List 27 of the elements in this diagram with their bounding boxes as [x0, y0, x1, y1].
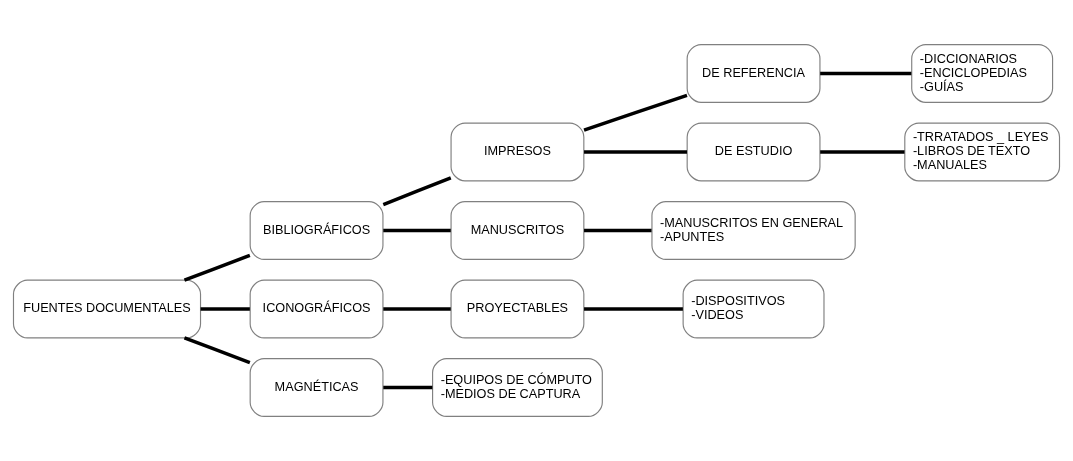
- node-box: DE REFERENCIA: [686, 44, 821, 103]
- node-box: MANUSCRITOS: [450, 201, 585, 260]
- node-box: BIBLIOGRÁFICOS: [249, 201, 384, 260]
- connector: [183, 253, 251, 282]
- connector: [382, 176, 452, 207]
- connector: [383, 385, 433, 390]
- connector: [584, 307, 683, 311]
- node-box: ICONOGRÁFICOS: [249, 279, 384, 339]
- connector: [583, 93, 688, 132]
- node-box: -DICCIONARIOS -ENCICLOPEDIAS -GUÍAS: [911, 44, 1054, 103]
- connector: [183, 336, 251, 365]
- connector: [584, 228, 652, 233]
- node-box: -TRRATADOS _ LEYES -LIBROS DE TEXTO -MANUALES: [904, 122, 1061, 182]
- node-box: FUENTES DOCUMENTALES: [12, 279, 202, 339]
- connector: [200, 307, 250, 311]
- node-box: -EQUIPOS DE CÓMPUTO -MEDIOS DE CAPTURA: [432, 358, 603, 417]
- node-box: PROYECTABLES: [450, 279, 585, 339]
- node-box: -MANUSCRITOS EN GENERAL -APUNTES: [651, 201, 856, 260]
- node-box: DE ESTUDIO: [686, 122, 821, 182]
- node-box: -DISPOSITIVOS -VIDEOS: [682, 279, 825, 339]
- connector: [820, 71, 912, 76]
- node-box: IMPRESOS: [450, 122, 585, 182]
- node-box: MAGNÉTICAS: [249, 358, 384, 417]
- connector: [383, 307, 451, 311]
- connector: [820, 150, 905, 154]
- connector: [584, 150, 687, 154]
- connector: [383, 228, 451, 233]
